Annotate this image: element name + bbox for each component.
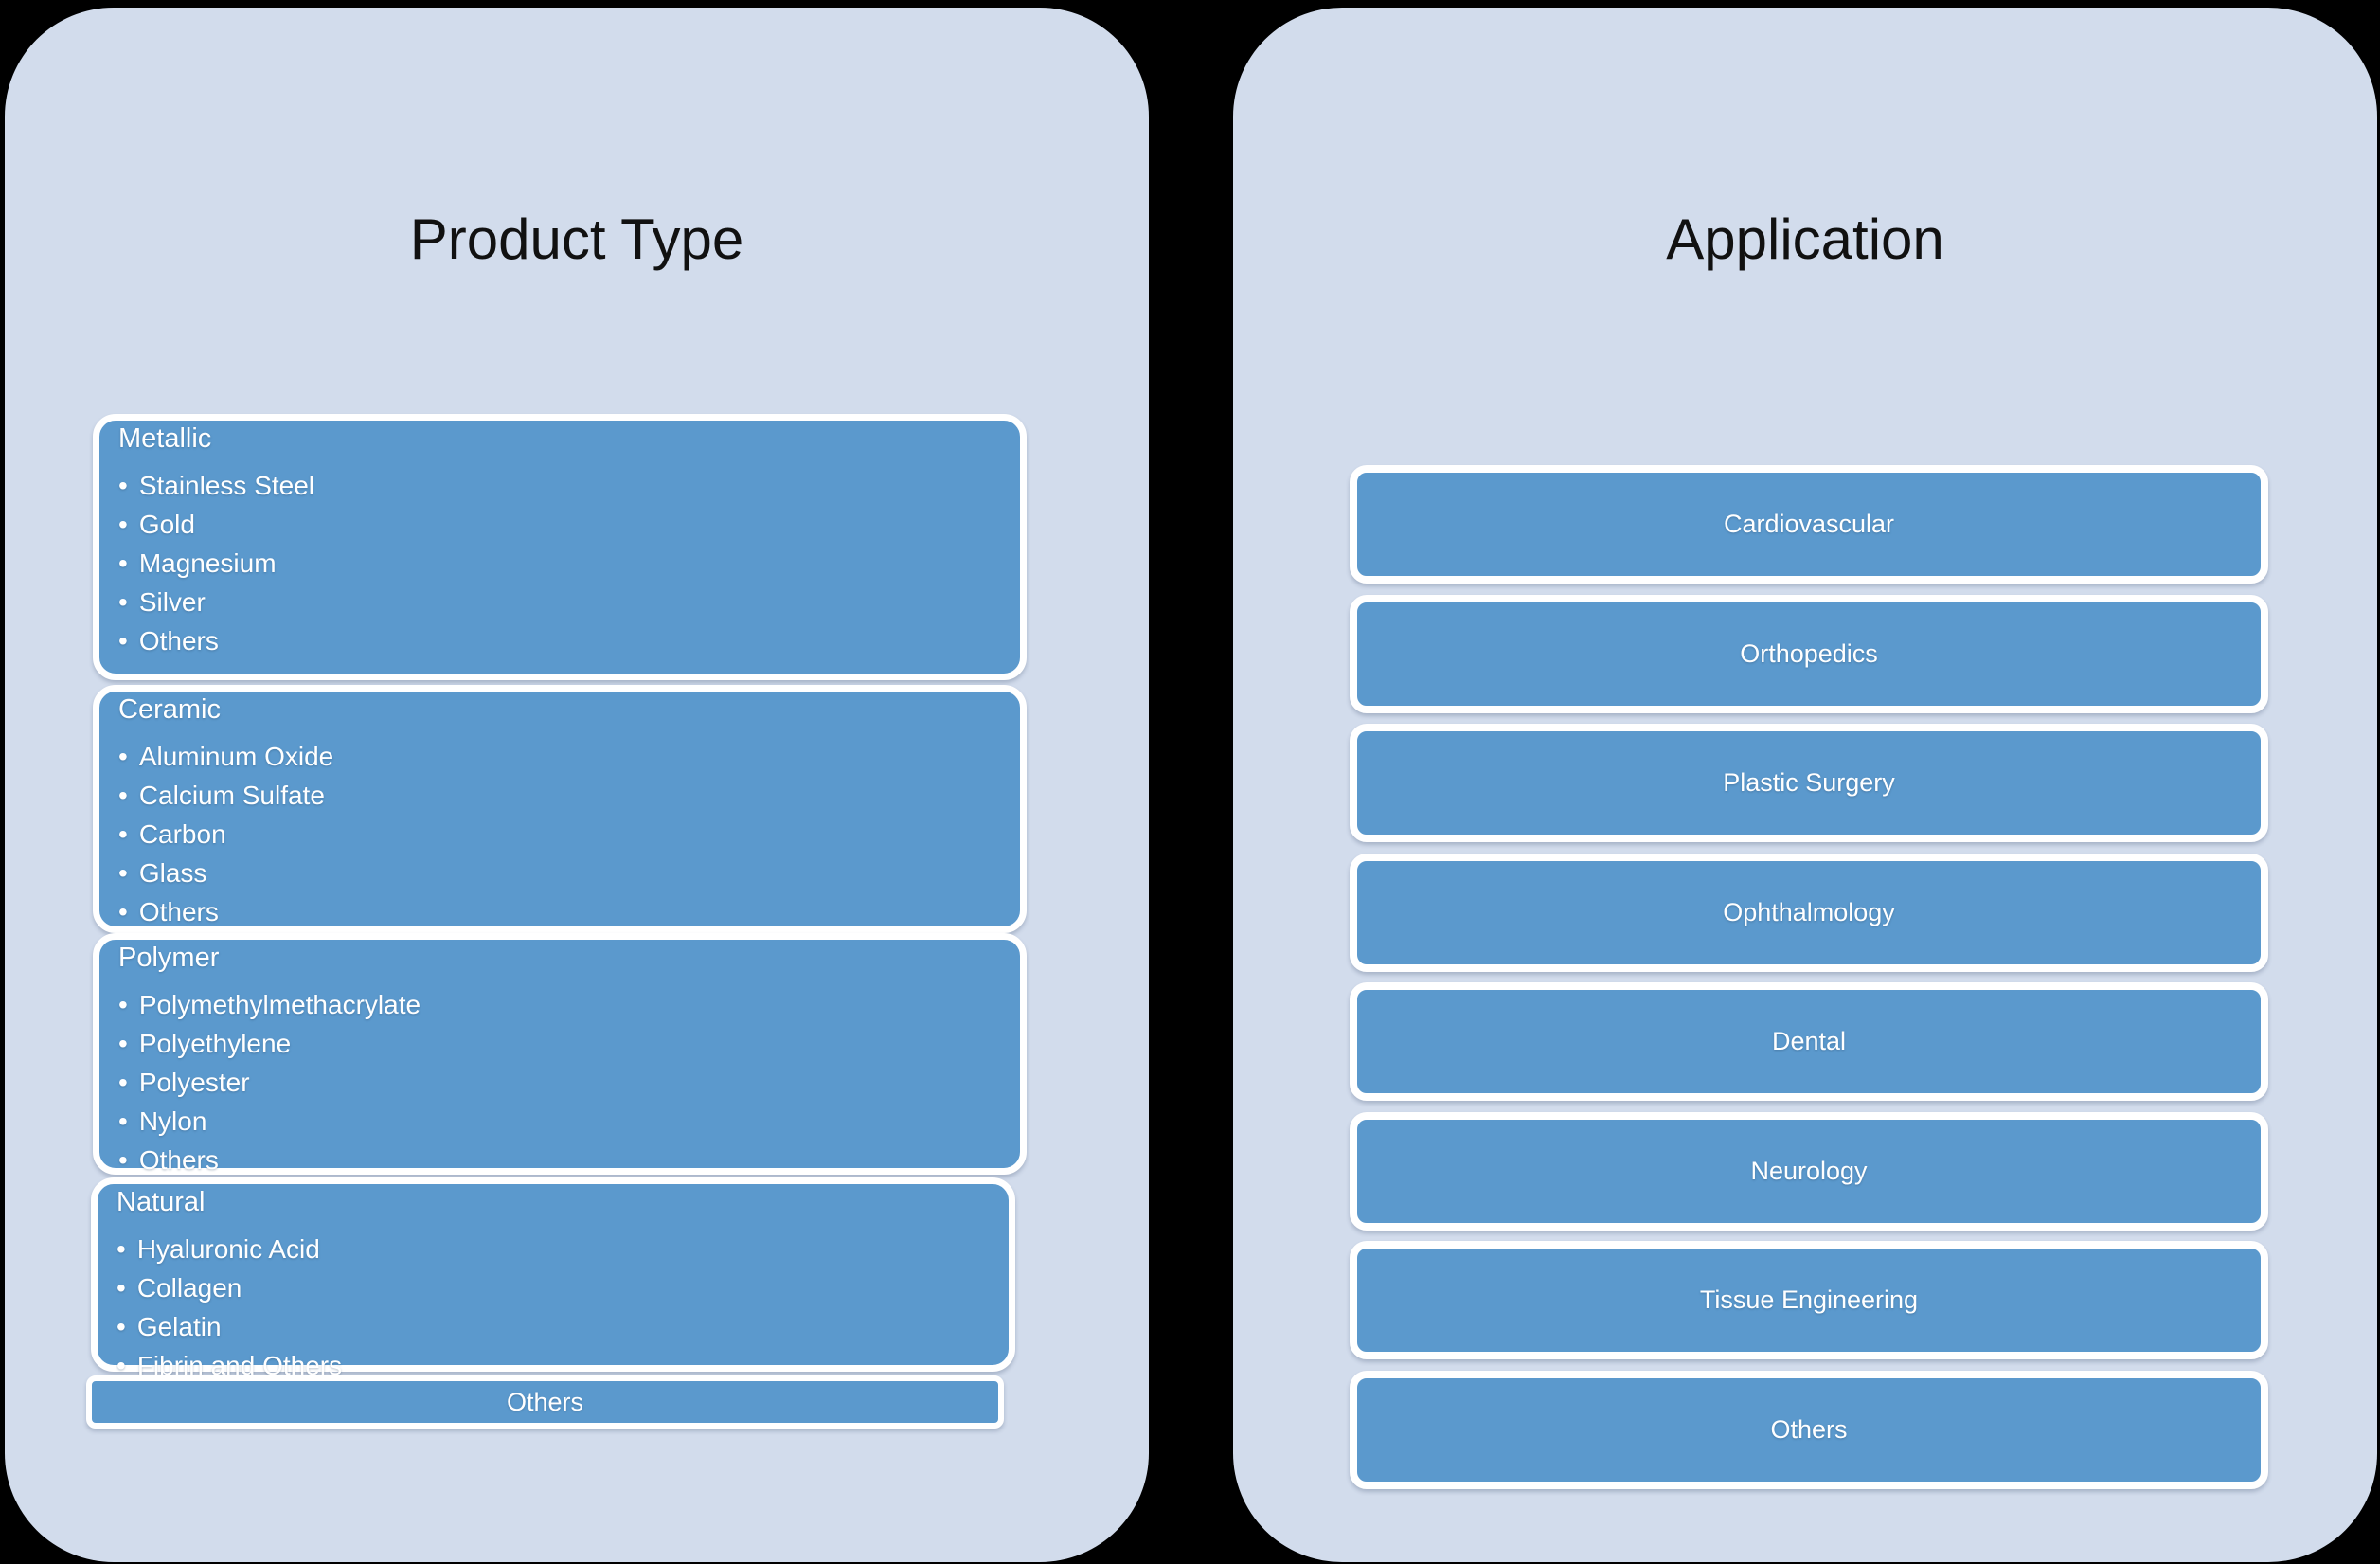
application-box-others: Others [1350,1370,2268,1489]
application-box-label: Others [1770,1414,1848,1444]
bullet-icon: • [118,781,128,810]
bullet-item-label: Nylon [138,1106,207,1136]
category-box-polymer: Polymer • Polymethylmethacrylate • Polyethyl… [93,933,1027,1175]
bullet-item: • Magnesium [118,544,1011,583]
bullet-icon: • [118,1068,128,1097]
bullet-item: • Collagen [116,1268,999,1307]
bullet-icon: • [118,510,128,539]
bullet-item-label: Magnesium [138,548,277,578]
application-box-label: Dental [1771,1027,1847,1055]
product-type-others-bar: Others [86,1375,1004,1429]
application-box-label: Tissue Engineering [1699,1285,1919,1314]
bullet-item-label: Polyester [138,1068,250,1097]
product-type-panel: Product Type Metallic • Stainless Steel • Go… [5,8,1149,1562]
application-box-label: Neurology [1750,1156,1868,1185]
bullet-icon: • [118,471,128,500]
application-box-label: Plastic Surgery [1723,768,1895,797]
bullet-icon: • [116,1234,126,1264]
bullet-icon: • [118,1145,128,1175]
bullet-item: • Hyaluronic Acid [116,1230,999,1268]
bullet-item-label: Polyethylene [138,1029,292,1058]
application-box-cardiovascular: Cardiovascular [1350,465,2268,584]
application-box-ophthalmology: Ophthalmology [1350,853,2268,972]
category-box-ceramic: Ceramic • Aluminum Oxide • Calcium Sulfate • C… [93,685,1027,933]
bullet-item: • Polyester [118,1063,1011,1102]
application-box-neurology: Neurology [1350,1111,2268,1231]
bullet-icon: • [116,1351,126,1380]
bullet-icon: • [116,1273,126,1303]
bullet-icon: • [118,626,128,656]
bullet-icon: • [118,858,128,888]
bullet-item: • Calcium Sulfate [118,776,1011,815]
bullet-item-label: Gelatin [136,1312,222,1341]
bullet-icon: • [118,548,128,578]
bullet-item-label: Collagen [136,1273,242,1303]
category-name: Ceramic [118,694,221,725]
category-content: Ceramic • Aluminum Oxide • Calcium Sulfate • C… [99,692,1020,931]
category-item-list: • Polymethylmethacrylate • Polyethylene • Pol… [118,985,1011,1179]
bullet-item-label: Gold [138,510,195,539]
bullet-item-label: Polymethylmethacrylate [138,990,421,1019]
product-type-title: Product Type [409,207,744,271]
category-box-metallic: Metallic•Stainless Steel•Gold•Magnesium•… [93,414,1027,680]
application-box-label: Orthopedics [1740,638,1878,668]
bullet-item-label: Aluminum Oxide [138,742,334,771]
category-name: Metallic [118,423,212,454]
bullet-icon: • [118,742,128,771]
bullet-item: • Stainless Steel [118,466,1011,505]
category-name: Polymer [118,943,220,973]
bullet-icon: • [118,1029,128,1058]
application-box-label: Cardiovascular [1723,510,1895,538]
bullet-item-label: Others [138,897,219,926]
application-box-orthopedics: Orthopedics [1350,594,2268,713]
bullet-item: • Aluminum Oxide [118,737,1011,776]
category-name: Natural [116,1187,206,1217]
bullet-item: • Polyethylene [118,1024,1011,1063]
bullet-icon: • [118,897,128,926]
bullet-icon: • [118,819,128,849]
bullet-item-label: Silver [138,587,206,617]
bullet-icon: • [118,1106,128,1136]
bullet-item-label: Others [138,1145,219,1175]
category-content: Natural • Hyaluronic Acid • Collagen • Gelatin… [98,1184,1009,1385]
bullet-item: • Others [118,892,1011,931]
bullet-item-label: Glass [138,858,207,888]
category-content: Polymer • Polymethylmethacrylate • Polyethyl… [99,940,1020,1179]
bullet-item-label: Carbon [138,819,226,849]
bullet-icon: • [116,1312,126,1341]
bullet-item: • Carbon [118,815,1011,854]
application-box-tissue-engineering: Tissue Engineering [1350,1241,2268,1359]
category-item-list: • Stainless Steel • Gold • Magnesium • Silver • O… [118,466,1011,660]
application-box-label: Ophthalmology [1723,897,1895,926]
bullet-item: • Gold [118,505,1011,544]
bullet-item: • Others [118,621,1011,660]
bullet-icon: • [118,587,128,617]
category-box-natural: Natural • Hyaluronic Acid • Collagen • Gelatin… [91,1177,1015,1380]
bullet-item: • Fibrin and Others [116,1346,999,1385]
application-title: Application [1666,207,1944,271]
bullet-item: • Glass [118,854,1011,892]
bullet-item-label: Hyaluronic Acid [136,1234,320,1264]
bullet-item: • Gelatin [116,1307,999,1346]
bullet-item-label: Fibrin and Others [136,1351,343,1380]
bullet-item-label: Stainless Steel [138,471,315,500]
application-box-dental: Dental [1350,982,2268,1101]
bullet-item-label: Calcium Sulfate [138,781,325,810]
bullet-item: • Nylon [118,1102,1011,1141]
bullet-icon: • [118,990,128,1019]
category-item-list: • Hyaluronic Acid • Collagen • Gelatin • Fibrin… [116,1230,999,1385]
bullet-item-label: Others [138,626,219,656]
application-box-plastic-surgery: Plastic Surgery [1350,724,2268,842]
category-item-list: • Aluminum Oxide • Calcium Sulfate • Carbon • G… [118,737,1011,931]
category-content: Metallic•Stainless Steel•Gold•Magnesium•… [99,421,1020,660]
bullet-item: • Others [118,1141,1011,1179]
bullet-item: • Polymethylmethacrylate [118,985,1011,1024]
bullet-item: • Silver [118,583,1011,621]
